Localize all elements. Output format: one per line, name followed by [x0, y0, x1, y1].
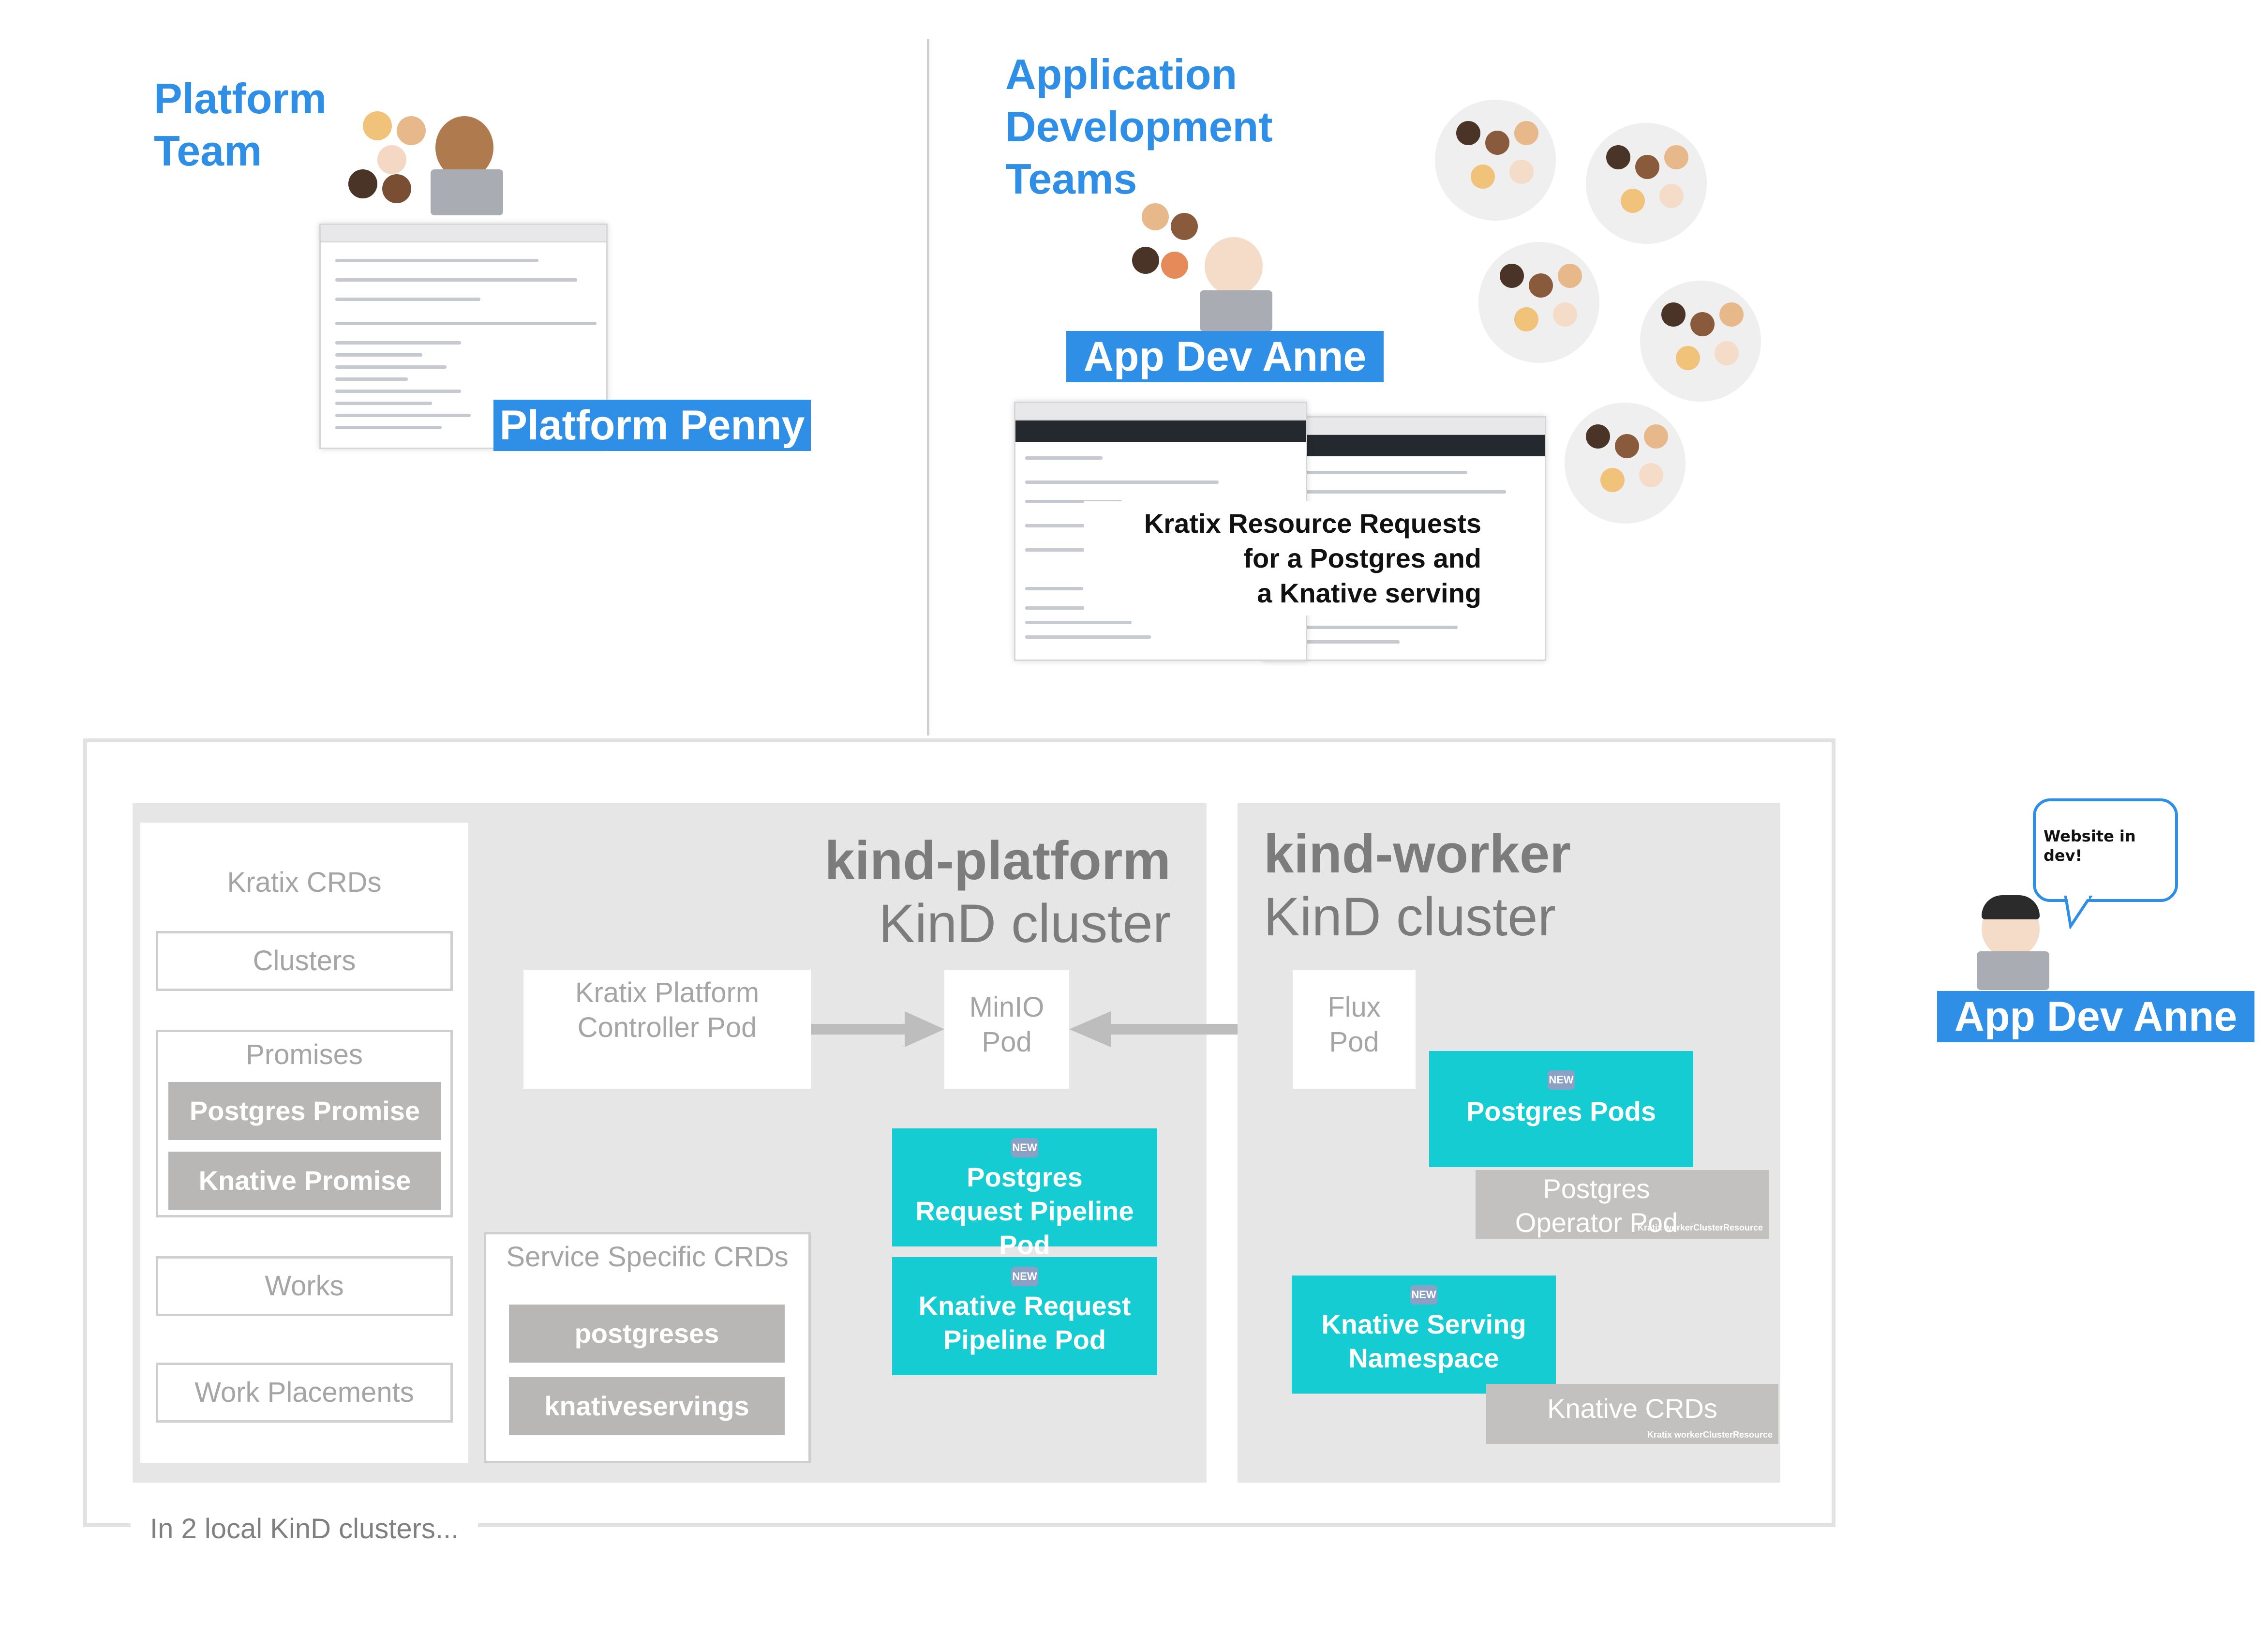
resource-requests-line1: Kratix Resource Requests	[1144, 508, 1481, 539]
resource-requests-caption: Kratix Resource Requests for a Postgres …	[1084, 501, 1490, 615]
app-teams-title-line3: Teams	[1005, 155, 1137, 203]
kratix-platform-controller-pod: Kratix Platform Controller Pod	[523, 970, 811, 1089]
new-badge: NEW	[1410, 1285, 1437, 1305]
team-bubble	[1478, 242, 1599, 363]
postgres-operator-label: Postgres Operator Pod	[1515, 1173, 1678, 1238]
controller-to-minio-arrow	[811, 1011, 944, 1047]
app-dev-anne-avatar	[1205, 237, 1263, 295]
app-teams-title-line1: Application	[1005, 50, 1238, 98]
avatar-icon	[1161, 252, 1188, 279]
section-divider	[927, 39, 929, 735]
kind-platform-name: kind-platform	[824, 830, 1171, 891]
works-crd: Works	[156, 1256, 453, 1316]
knative-namespace-label: Knative Serving Namespace	[1321, 1309, 1526, 1373]
postgres-request-pipeline-pod: NEW Postgres Request Pipeline Pod	[892, 1128, 1157, 1260]
team-bubble	[1435, 100, 1556, 221]
postgres-pods: NEW Postgres Pods	[1429, 1051, 1693, 1167]
postgres-operator-pod: Postgres Operator Pod Kratix workerClust…	[1476, 1170, 1769, 1239]
knative-promise: Knative Promise	[168, 1152, 441, 1210]
app-teams-title-line2: Development	[1005, 103, 1273, 150]
speech-bubble: Website in dev!	[2033, 798, 2178, 902]
local-clusters-caption: In 2 local KinD clusters...	[131, 1510, 478, 1548]
platform-team-title-line1: Platform	[154, 75, 327, 122]
new-badge: NEW	[1548, 1070, 1575, 1090]
promises-crd-title: Promises	[246, 1039, 363, 1070]
platform-penny-label: Platform Penny	[493, 400, 811, 451]
avatar-icon	[397, 116, 426, 145]
team-bubble	[1640, 281, 1761, 402]
knativeservings-crd: knativeservings	[509, 1377, 785, 1435]
avatar-icon	[1171, 213, 1198, 240]
avatar-icon	[363, 111, 392, 140]
kind-worker-name: kind-worker	[1264, 824, 1571, 884]
platform-penny-avatar	[435, 116, 493, 179]
resource-requests-line2: for a Postgres and	[1243, 543, 1481, 573]
app-team-avatars	[1132, 198, 1287, 334]
browser-tab-bar	[1264, 418, 1545, 435]
postgreses-crd: postgreses	[509, 1305, 785, 1363]
service-specific-crds-title: Service Specific CRDs	[506, 1241, 789, 1273]
worker-resource-tag: Kratix workerClusterResource	[1647, 1430, 1773, 1440]
browser-tab-bar	[321, 225, 606, 242]
browser-tab-bar	[1015, 403, 1306, 420]
new-badge: NEW	[1011, 1267, 1038, 1286]
avatar-icon	[348, 169, 377, 198]
kind-worker-subtitle: KinD cluster	[1264, 886, 1556, 947]
clusters-crd: Clusters	[156, 931, 453, 991]
postgres-pipeline-label: Postgres Request Pipeline Pod	[915, 1162, 1134, 1260]
avatar-icon	[1142, 203, 1169, 230]
knative-crds: Knative CRDs Kratix workerClusterResourc…	[1486, 1384, 1778, 1444]
kratix-crds-title: Kratix CRDs	[227, 867, 382, 898]
worker-resource-tag: Kratix workerClusterResource	[1637, 1223, 1763, 1232]
speech-bubble-text: Website in dev!	[2044, 827, 2136, 865]
team-bubble	[1586, 123, 1707, 244]
app-dev-anne-side-label: App Dev Anne	[1937, 991, 2254, 1042]
flux-pod: Flux Pod	[1293, 970, 1416, 1089]
avatar-icon	[377, 145, 406, 174]
avatar-icon	[1132, 247, 1159, 274]
postgres-promise: Postgres Promise	[168, 1082, 441, 1140]
team-bubble	[1565, 403, 1686, 524]
kind-worker-title: kind-worker KinD cluster	[1264, 823, 1699, 948]
work-placements-crd: Work Placements	[156, 1363, 453, 1423]
knative-request-pipeline-pod: NEW Knative Request Pipeline Pod	[892, 1257, 1157, 1375]
speech-bubble-tail	[2064, 895, 2093, 929]
app-dev-anne-side-hair	[1982, 895, 2040, 919]
knative-pipeline-label: Knative Request Pipeline Pod	[918, 1291, 1131, 1355]
avatar-icon	[382, 174, 411, 203]
app-teams-title: Application Development Teams	[1005, 48, 1273, 205]
kind-platform-title: kind-platform KinD cluster	[726, 829, 1171, 955]
platform-team-title-line2: Team	[154, 127, 262, 175]
knative-crds-label: Knative CRDs	[1547, 1393, 1717, 1424]
app-dev-anne-label: App Dev Anne	[1066, 331, 1384, 382]
laptop-icon	[1200, 290, 1272, 331]
laptop-icon	[431, 169, 503, 215]
postgres-pods-label: Postgres Pods	[1466, 1096, 1656, 1126]
laptop-icon	[1977, 951, 2049, 990]
local-clusters-frame	[83, 738, 1835, 1527]
resource-requests-line3: a Knative serving	[1257, 578, 1481, 608]
platform-team-avatars	[348, 106, 513, 218]
new-badge: NEW	[1011, 1138, 1038, 1157]
platform-team-title: Platform Team	[154, 73, 327, 177]
kind-platform-subtitle: KinD cluster	[879, 893, 1171, 954]
knative-serving-namespace: NEW Knative Serving Namespace	[1292, 1276, 1556, 1394]
minio-pod: MinIO Pod	[944, 970, 1069, 1089]
